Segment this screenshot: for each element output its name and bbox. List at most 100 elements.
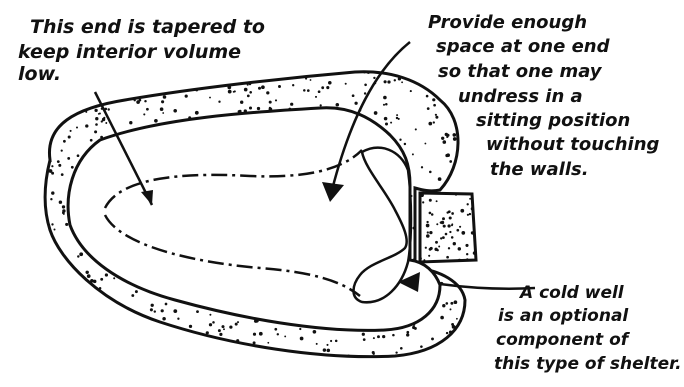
stipple-dot: [458, 347, 460, 349]
stipple-dot: [445, 154, 448, 157]
stipple-dot: [56, 101, 59, 104]
stipple-dot: [441, 352, 444, 355]
stipple-dot: [303, 89, 306, 92]
stipple-dot: [423, 259, 425, 261]
stipple-dot: [435, 114, 437, 116]
stipple-dot: [373, 77, 375, 79]
stipple-dot: [383, 96, 387, 100]
stipple-dot: [442, 236, 445, 239]
stipple-dot: [385, 103, 388, 106]
stipple-dot: [115, 322, 118, 325]
stipple-dot: [156, 346, 159, 349]
stipple-dot: [377, 335, 380, 338]
stipple-dot: [434, 248, 437, 251]
stipple-dot: [129, 121, 132, 124]
stipple-dot: [429, 171, 432, 174]
stipple-dot: [137, 69, 140, 72]
stipple-dot: [188, 345, 192, 349]
stipple-dot: [104, 80, 106, 82]
stipple-dot: [445, 233, 448, 236]
stipple-dot: [172, 84, 174, 86]
stipple-dot: [415, 128, 417, 130]
stipple-dot: [41, 248, 43, 250]
stipple-dot: [476, 190, 478, 192]
stipple-dot: [427, 107, 430, 110]
stipple-dot: [426, 95, 429, 98]
annotation-tapered-end-line: keep interior volume: [18, 41, 241, 63]
stipple-dot: [105, 321, 108, 324]
stipple-dot: [120, 326, 123, 329]
stipple-dot: [258, 67, 260, 69]
stipple-dot: [472, 233, 474, 235]
stipple-dot: [258, 357, 260, 359]
stipple-dot: [65, 223, 68, 226]
stipple-dot: [441, 221, 444, 224]
stipple-dot: [71, 65, 74, 68]
stipple-dot: [431, 213, 434, 216]
stipple-dot: [195, 111, 199, 115]
stipple-dot: [399, 139, 401, 141]
stipple-dot: [374, 111, 378, 115]
stipple-dot: [95, 117, 98, 120]
stipple-dot: [174, 81, 177, 84]
stipple-dot: [451, 224, 453, 226]
stipple-dot: [364, 92, 366, 94]
stipple-dot: [65, 72, 68, 75]
annotation-sitting-space-line: the walls.: [490, 159, 589, 180]
stipple-dot: [421, 166, 423, 168]
stipple-dot: [117, 317, 120, 320]
stipple-dot: [76, 126, 78, 128]
stipple-dot: [68, 135, 71, 138]
stipple-dot: [96, 329, 98, 331]
stipple-dot: [442, 217, 445, 220]
stipple-dot: [395, 351, 397, 353]
stipple-dot: [187, 78, 190, 81]
stipple-dot: [433, 121, 435, 123]
stipple-dot: [49, 311, 51, 313]
stipple-dot: [85, 101, 88, 104]
stipple-dot: [161, 309, 164, 312]
stipple-dot: [327, 349, 331, 353]
stipple-dot: [150, 308, 153, 311]
stipple-dot: [51, 223, 53, 225]
stipple-dot: [442, 304, 445, 307]
stipple-dot: [463, 153, 466, 156]
stipple-dot: [51, 118, 54, 121]
stipple-dot: [240, 345, 242, 347]
stipple-dot: [108, 308, 111, 311]
stipple-dot: [135, 290, 138, 293]
stipple-dot: [45, 293, 48, 296]
stipple-dot: [96, 306, 99, 309]
stipple-dot: [51, 191, 54, 194]
stipple-dot: [440, 316, 444, 320]
stipple-dot: [46, 297, 49, 300]
stipple-dot: [61, 326, 63, 328]
stipple-dot: [292, 84, 294, 86]
stipple-dot: [209, 97, 211, 99]
stipple-dot: [81, 281, 83, 283]
stipple-dot: [414, 327, 417, 330]
stipple-dot: [53, 228, 55, 230]
stipple-dot: [283, 352, 287, 356]
stipple-dot: [253, 333, 256, 336]
stipple-dot: [107, 108, 109, 110]
stipple-dot: [259, 332, 263, 336]
stipple-dot: [458, 247, 461, 250]
stipple-dot: [424, 143, 426, 145]
stipple-dot: [107, 337, 110, 340]
stipple-dot: [398, 118, 400, 120]
stipple-dot: [435, 116, 438, 119]
stipple-dot: [446, 211, 448, 213]
stipple-dot: [465, 341, 468, 344]
stipple-dot: [40, 343, 42, 345]
stipple-dot: [455, 166, 457, 168]
stipple-dot: [152, 75, 155, 78]
stipple-dot: [62, 205, 65, 208]
stipple-dot: [455, 194, 457, 196]
stipple-dot: [49, 108, 52, 111]
stipple-dot: [55, 254, 57, 256]
stipple-dot: [58, 164, 61, 167]
stipple-dot: [290, 103, 293, 106]
stipple-dot: [452, 325, 456, 329]
